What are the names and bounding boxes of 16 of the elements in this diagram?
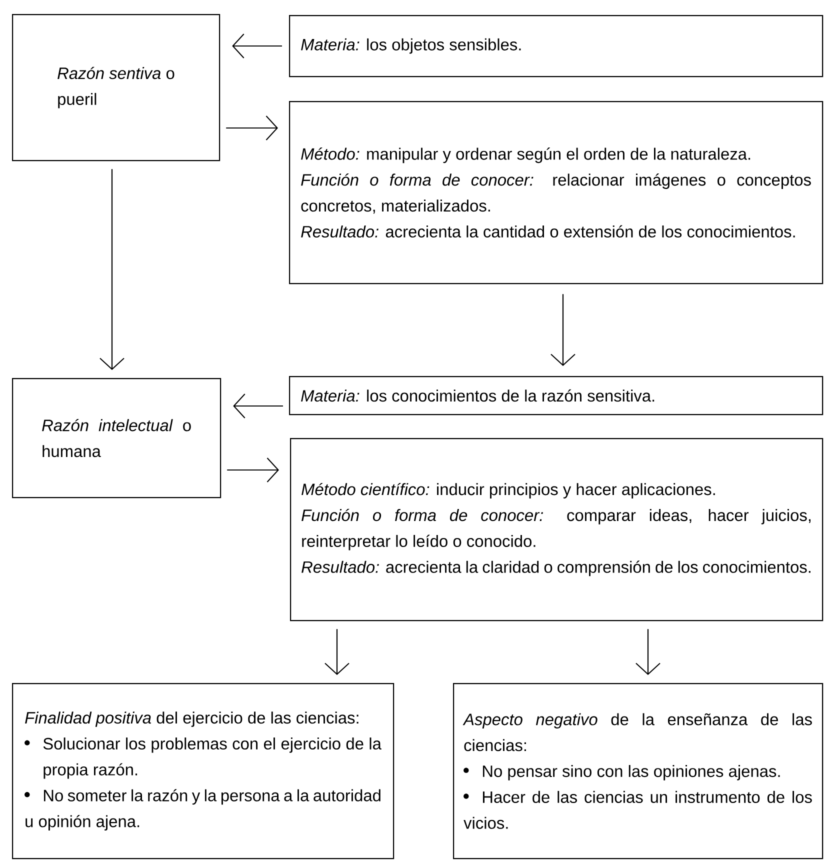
arrow (227, 458, 279, 482)
description-box: Materia: los conocimientos de la razón sensitiva. (289, 376, 824, 416)
arrow (226, 116, 278, 140)
conclusion-box: Aspecto negativo de la enseñanza de las ciencias: No pensar sino con las opiniones ajenas. Hacer de las ciencias un instrumento de los vicios. (453, 683, 824, 860)
concept-box: Razón intelectual o humana (12, 378, 222, 498)
arrow (324, 629, 350, 675)
description-box: Método: manipular y ordenar según el orden de la naturaleza. Función o forma de conocer: relacionar imágenes o conceptos concretos, materializados. Resultado: acrecienta la cantidad o extensión de los conocimientos. (289, 101, 824, 284)
description-box: Materia: los objetos sensibles. (289, 15, 824, 78)
arrow (636, 629, 660, 675)
arrow (100, 169, 124, 370)
concept-box: Razón sentiva o pueril (12, 14, 220, 162)
arrow (233, 394, 283, 418)
conclusion-box: Finalidad positiva del ejercicio de las ciencias: Solucionar los problemas con el ejercicio de la propia razón. No someter la razón y la persona a la autoridad u opinión ajena. (12, 683, 394, 860)
description-box: Método científico: inducir principios y hacer aplicaciones. Función o forma de conocer: comparar ideas, hacer juicios, reinterpretar lo leído o conocido. Resultado: acrecienta la claridad o comprensión de los conocimientos. (290, 438, 824, 622)
arrow (550, 294, 576, 366)
arrow (232, 34, 282, 58)
